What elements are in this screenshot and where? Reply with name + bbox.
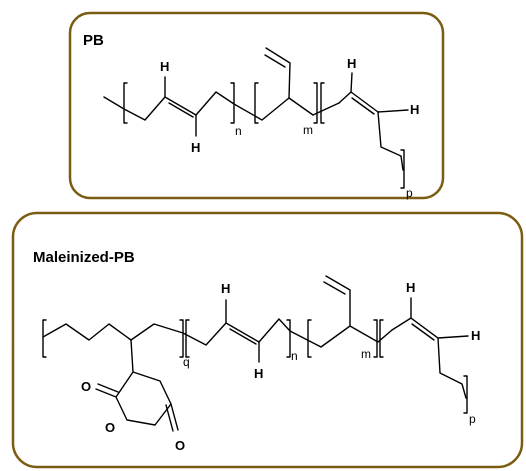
pb-h-atom: H <box>160 59 169 74</box>
maleinized-pb-h-atom: H <box>221 281 230 296</box>
pb-subscript: m <box>303 123 313 137</box>
maleinized-pb-subscript: m <box>361 347 371 361</box>
pb-h-atom: H <box>347 56 356 71</box>
maleinized-pb-panel: Maleinized-PB <box>11 211 524 469</box>
maleinized-pb-title: Maleinized-PB <box>33 249 135 266</box>
pb-subscript: n <box>235 124 242 138</box>
pb-panel-frame <box>68 11 445 200</box>
pb-subscript: p <box>406 186 413 200</box>
maleinized-pb-structure <box>42 275 469 432</box>
maleinized-pb-h-atom: H <box>471 328 480 343</box>
maleinized-pb-subscript: n <box>291 349 298 363</box>
pb-h-atom: H <box>191 140 200 155</box>
pb-title: PB <box>83 32 104 49</box>
maleinized-pb-o-atom: O <box>175 438 185 453</box>
maleinized-pb-subscript: p <box>469 412 476 426</box>
pb-h-atom: H <box>410 102 419 117</box>
maleinized-pb-h-atom: H <box>254 366 263 381</box>
maleinized-pb-h-atom: H <box>406 280 415 295</box>
maleinized-pb-o-atom: O <box>81 379 91 394</box>
pb-structure <box>103 47 409 189</box>
maleinized-pb-panel-frame <box>11 211 524 469</box>
pb-panel: PB <box>68 11 445 200</box>
maleinized-pb-subscript: q <box>183 355 190 369</box>
maleinized-pb-o-atom: O <box>105 420 115 435</box>
